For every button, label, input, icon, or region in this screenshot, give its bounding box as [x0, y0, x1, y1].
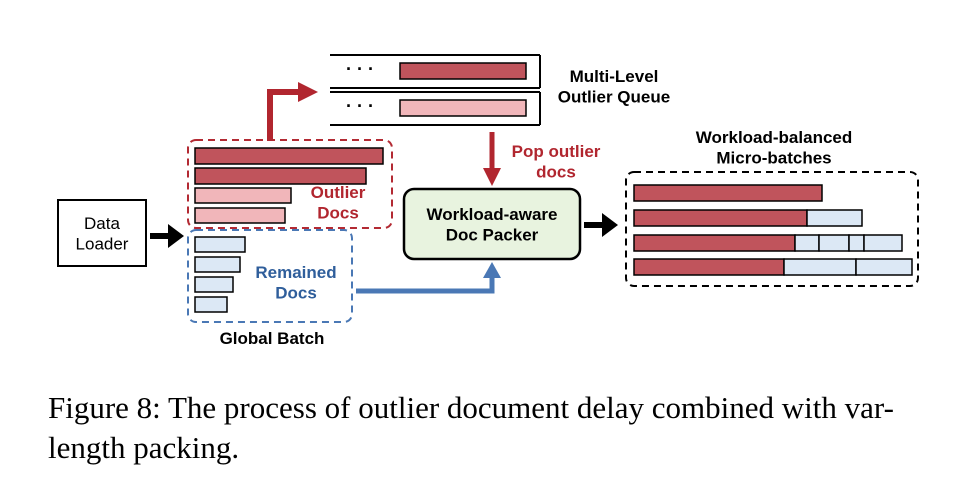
- microbatch-bar: [633, 234, 796, 252]
- microbatch-bar: [794, 234, 820, 252]
- remained-doc-bar: [194, 296, 228, 313]
- doc-packer-box: [402, 187, 582, 261]
- outlier-doc-bar: [194, 167, 367, 185]
- microbatch-bar: [848, 234, 865, 252]
- global-batch-label: Global Batch: [220, 329, 325, 348]
- queue-ellipsis: · · ·: [346, 96, 374, 116]
- microbatch-bar: [633, 209, 808, 227]
- queue-to-packer-arrowhead: [483, 168, 501, 186]
- outlier-doc-bar: [194, 147, 384, 165]
- remained-doc-bar: [194, 236, 246, 253]
- microbatches-group: [625, 171, 919, 287]
- microbatch-bar: [855, 258, 913, 276]
- batch-to-queue-arrowhead: [298, 82, 318, 102]
- remained-to-packer-arrow: [356, 274, 495, 294]
- remained-doc-bar: [194, 276, 234, 293]
- microbatch-bar: [818, 234, 850, 252]
- remained-to-packer-arrowhead: [483, 262, 501, 278]
- batch-to-queue-arrow: [267, 89, 302, 141]
- queue-ellipsis: · · ·: [346, 59, 374, 79]
- queue-item: [399, 62, 527, 80]
- microbatch-bar: [806, 209, 863, 227]
- microbatch-bar: [633, 258, 785, 276]
- data-loader-box: [57, 199, 147, 267]
- outlier-doc-bar: [194, 207, 286, 224]
- packer-to-microbatch-arrow: [584, 213, 618, 237]
- remained-docs-group: [187, 229, 353, 323]
- microbatch-bar: [863, 234, 903, 252]
- loader-to-batch-arrow: [150, 224, 184, 248]
- figure-caption: Figure 8: The process of outlier documen…: [48, 390, 894, 465]
- microbatch-bar: [633, 184, 823, 202]
- outlier-doc-bar: [194, 187, 292, 204]
- queue-item: [399, 99, 527, 117]
- outlier-docs-group: [187, 139, 393, 229]
- remained-doc-bar: [194, 256, 241, 273]
- microbatch-bar: [783, 258, 857, 276]
